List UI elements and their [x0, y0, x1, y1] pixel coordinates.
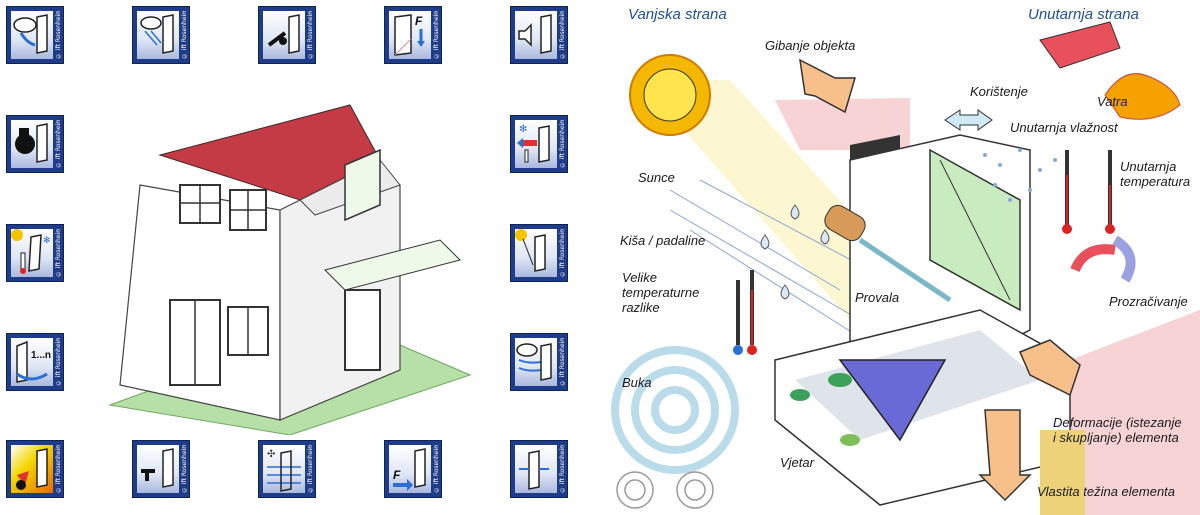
label-tezina: Vlastita težina elementa [1037, 484, 1176, 499]
force-icon: F © ift Rosenheim [384, 6, 442, 64]
heat-loss-icon: © ift Rosenheim [6, 115, 64, 173]
impact-force-icon: F © ift Rosenheim [384, 440, 442, 498]
sun-icon [629, 54, 711, 136]
label-velike-temperaturne-razlike: Velike temperaturne razlike [622, 270, 700, 315]
house-illustration [108, 104, 472, 435]
rain-icon: © ift Rosenheim [132, 6, 190, 64]
pressure-icon: © ift Rosenheim [510, 440, 568, 498]
label-buka: Buka [622, 375, 652, 390]
inside-heading: Unutarnja strana [1028, 6, 1139, 23]
sound-icon: © ift Rosenheim [510, 6, 568, 64]
outside-heading: Vanjska strana [628, 6, 727, 23]
label-prozracivanje: Prozračivanje [1109, 294, 1188, 309]
air-permeability-icon: © ift Rosenheim [510, 333, 568, 391]
mechanical-load-icon: © ift Rosenheim [258, 6, 316, 64]
right-panel: Vanjska strana Unutarnja strana Gibanje … [600, 0, 1200, 515]
left-panel: © ift Rosenheim © ift Rosenheim ✻ © ift … [6, 6, 568, 498]
svg-text:F: F [393, 468, 401, 482]
sun-radiation-icon: © ift Rosenheim [510, 224, 568, 282]
label-vlaznost: Unutarnja vlažnost [1010, 120, 1118, 135]
ventilation-icon: ✣ © ift Rosenheim [258, 440, 316, 498]
burglary-icon: ✻ © ift Rosenheim [510, 115, 568, 173]
svg-text:✻: ✻ [43, 235, 51, 245]
svg-text:1...n: 1...n [31, 350, 51, 361]
bullet-resistance-icon: © ift Rosenheim [132, 440, 190, 498]
label-sunce: Sunce [638, 170, 675, 185]
operation-cycles-icon: 1...n © ift Rosenheim [6, 333, 64, 391]
wind-rain-icon: © ift Rosenheim [6, 6, 64, 64]
label-provala: Provala [855, 290, 900, 305]
svg-text:✣: ✣ [267, 449, 275, 460]
label-vatra: Vatra [1097, 94, 1128, 109]
label-vjetar: Vjetar [780, 455, 814, 470]
label-koristenje: Korištenje [970, 84, 1028, 99]
svg-text:F: F [415, 14, 423, 28]
label-kisa: Kiša / padaline [620, 233, 706, 248]
window-load-diagram [611, 21, 1200, 515]
label-unutarnja-temperatura: Unutarnja temperatura [1120, 159, 1191, 189]
svg-text:✻: ✻ [519, 124, 527, 135]
label-gibanje: Gibanje objekta [765, 38, 856, 53]
label-deformacije: Deformacije (istezanje i skupljanje) ele… [1053, 415, 1182, 445]
sun-frost-icon: ✻ © ift Rosenheim [6, 224, 64, 282]
explosion-icon: © ift Rosenheim [6, 440, 64, 498]
